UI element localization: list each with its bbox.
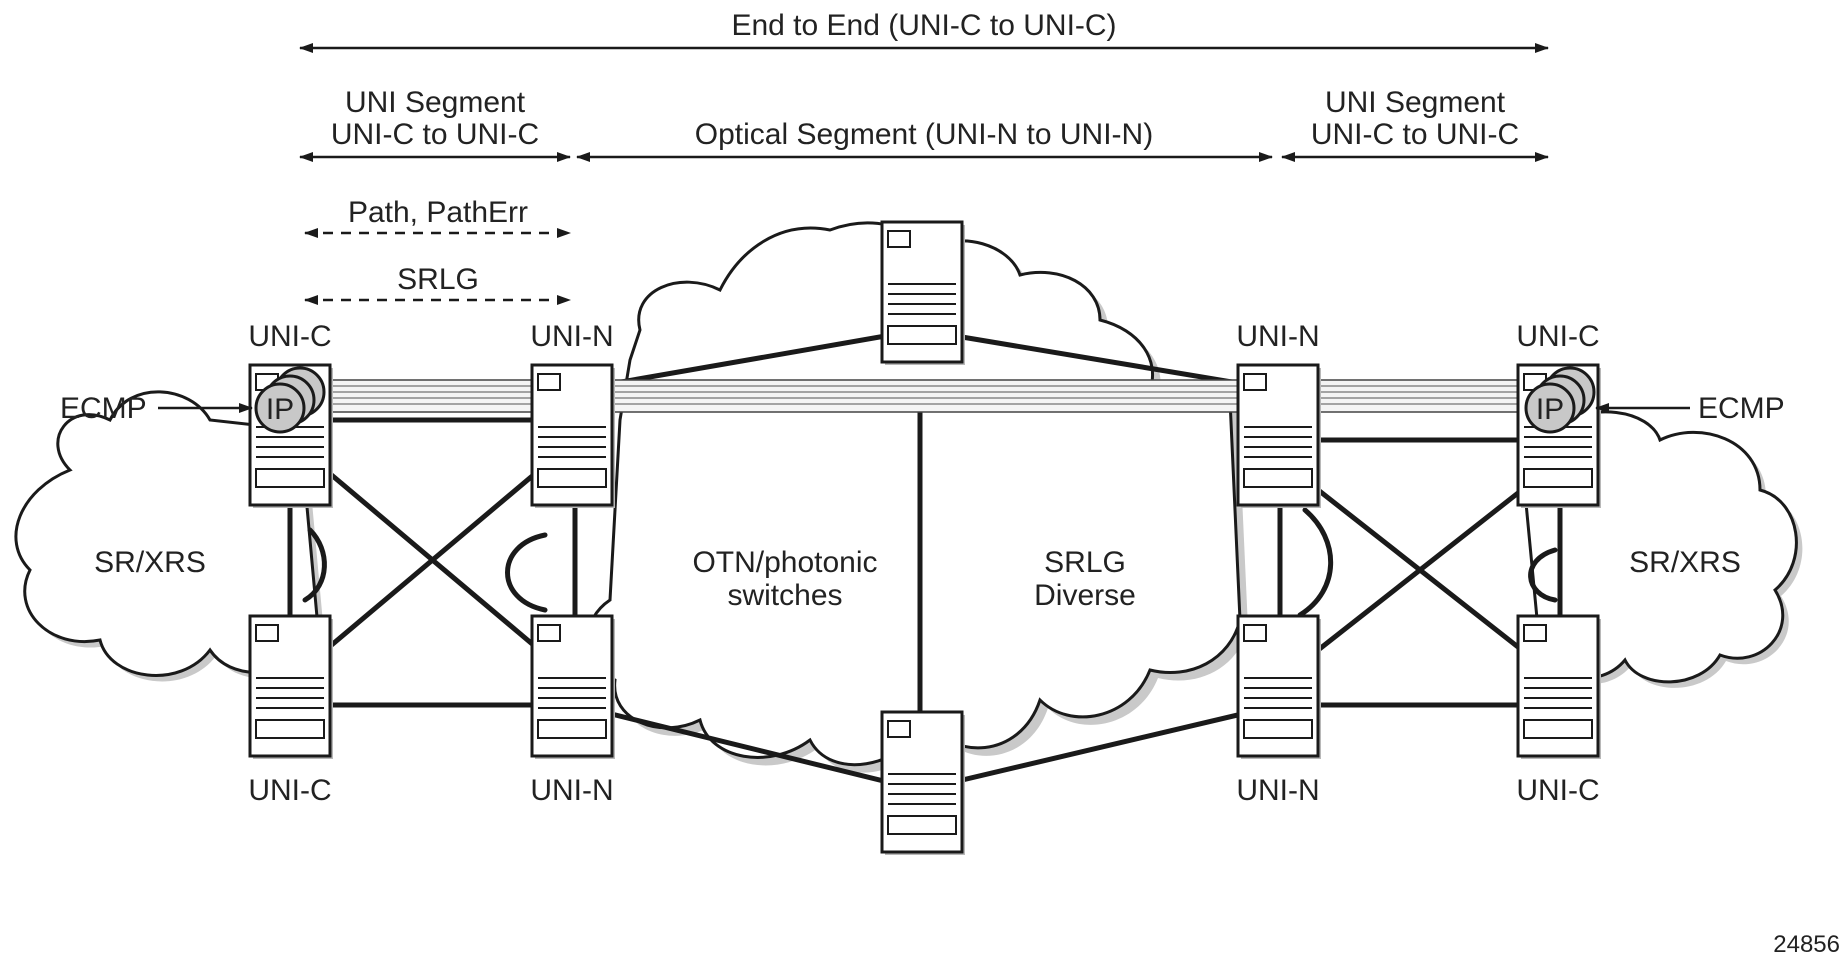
path-patherr-label: Path, PathErr <box>348 196 528 229</box>
ip-disc-left <box>254 366 326 434</box>
uni-n-top-right-label: UNI-N <box>1236 320 1319 353</box>
srlg-diverse-line2: Diverse <box>1034 579 1136 612</box>
otn-label-line2: switches <box>727 579 842 612</box>
router-uni-c-bottom-left <box>248 614 335 761</box>
ecmp-left-label: ECMP <box>60 392 147 425</box>
router-uni-n-top-left <box>530 363 617 510</box>
optical-segment-label: Optical Segment (UNI-N to UNI-N) <box>695 118 1153 151</box>
uni-n-bottom-right-label: UNI-N <box>1236 774 1319 807</box>
router-uni-n-bottom-right <box>1236 614 1323 761</box>
uni-c-top-right-label: UNI-C <box>1516 320 1599 353</box>
ecmp-right-label: ECMP <box>1698 392 1785 425</box>
router-uni-n-bottom-left <box>530 614 617 761</box>
uni-c-bottom-right-label: UNI-C <box>1516 774 1599 807</box>
end-to-end-label: End to End (UNI-C to UNI-C) <box>731 9 1116 42</box>
ip-right-label: IP <box>1536 393 1564 426</box>
uni-segment-left-line2: UNI-C to UNI-C <box>331 118 539 151</box>
ip-disc-right <box>1524 366 1596 434</box>
srlg-diverse-line1: SRLG <box>1044 546 1126 579</box>
srlg-label: SRLG <box>397 263 479 296</box>
uni-n-top-left-label: UNI-N <box>530 320 613 353</box>
sr-xrs-right-label: SR/XRS <box>1629 546 1741 579</box>
lsp-pipe <box>299 379 1541 413</box>
uni-segment-right-line1: UNI Segment <box>1325 86 1506 119</box>
router-uni-n-top-right <box>1236 363 1323 510</box>
router-optical-bottom <box>880 710 967 857</box>
ip-left-label: IP <box>266 393 294 426</box>
router-optical-top <box>880 220 967 367</box>
uni-c-top-left-label: UNI-C <box>248 320 331 353</box>
uni-segment-left-line1: UNI Segment <box>345 86 526 119</box>
router-uni-c-bottom-right <box>1516 614 1603 761</box>
uni-segment-right-line2: UNI-C to UNI-C <box>1311 118 1519 151</box>
uni-n-bottom-left-label: UNI-N <box>530 774 613 807</box>
uni-c-bottom-left-label: UNI-C <box>248 774 331 807</box>
sr-xrs-left-label: SR/XRS <box>94 546 206 579</box>
otn-label-line1: OTN/photonic <box>692 546 877 579</box>
figure-id: 24856 <box>1773 931 1840 958</box>
arrows <box>158 43 1690 413</box>
